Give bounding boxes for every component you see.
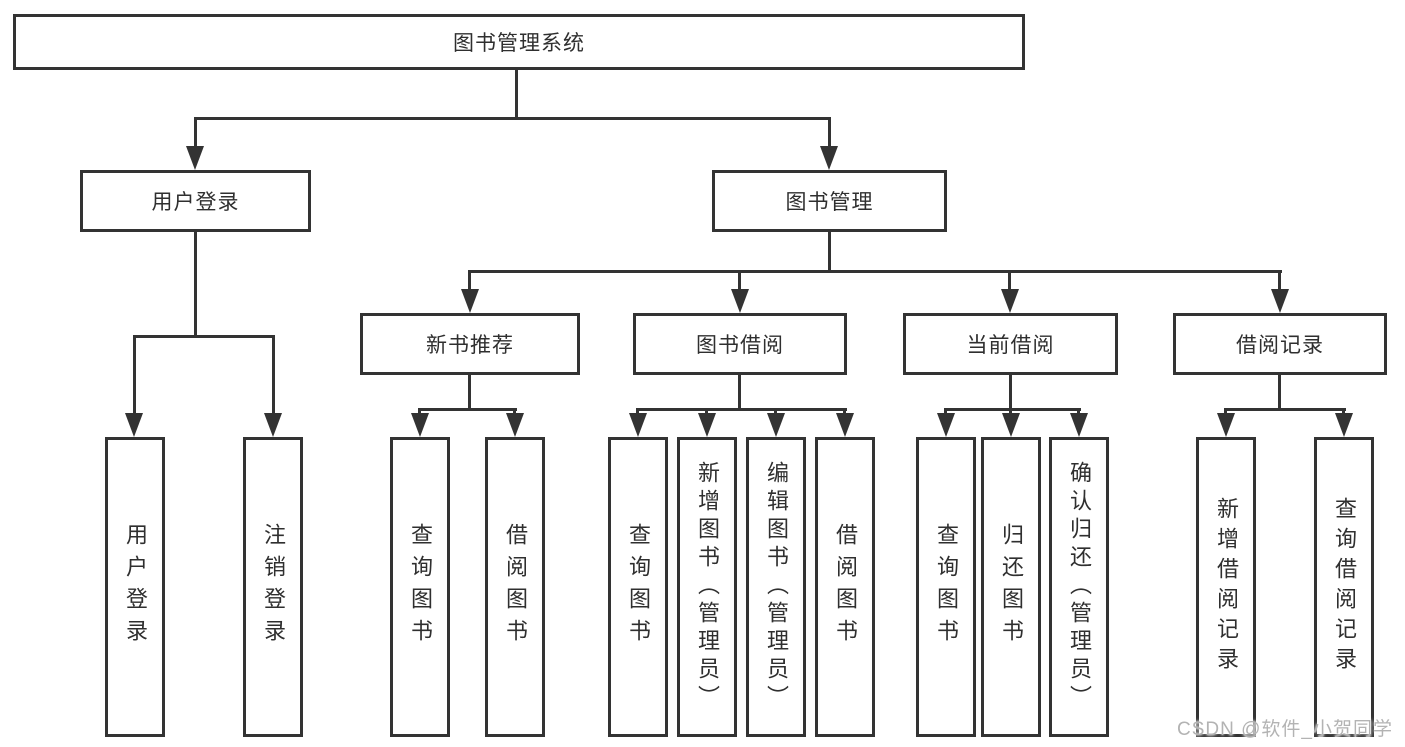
edge-segment (515, 70, 518, 120)
leaf-borrow-book: 借阅图书 (815, 437, 875, 737)
node-book-management-label: 图书管理 (785, 191, 874, 214)
edge-segment (272, 335, 275, 415)
edge-segment (1278, 270, 1281, 292)
edge-segment (738, 270, 741, 292)
arrowhead-down-icon (506, 413, 524, 437)
node-borrowing-records: 借阅记录 (1173, 313, 1387, 375)
leaf-query-book-recommend-label: 查询图书 (408, 523, 433, 651)
node-user-login-label: 用户登录 (151, 191, 240, 214)
leaf-logout-label: 注销登录 (261, 523, 286, 651)
edge-segment (1009, 375, 1012, 411)
arrowhead-down-icon (186, 146, 204, 170)
leaf-query-book-current: 查询图书 (916, 437, 976, 737)
edge-segment (133, 335, 136, 415)
edge-segment (1224, 408, 1346, 411)
leaf-add-book-admin-label: 新增图书（管理员） (695, 461, 720, 713)
node-new-book-recommend: 新书推荐 (360, 313, 580, 375)
edge-segment (1278, 375, 1281, 411)
leaf-query-book-borrowing: 查询图书 (608, 437, 668, 737)
arrowhead-down-icon (411, 413, 429, 437)
arrowhead-down-icon (767, 413, 785, 437)
edge-segment (738, 375, 741, 411)
leaf-borrow-book-recommend: 借阅图书 (485, 437, 545, 737)
edge-segment (133, 335, 275, 338)
edge-segment (194, 117, 197, 148)
leaf-borrow-book-label: 借阅图书 (833, 523, 858, 651)
arrowhead-down-icon (1217, 413, 1235, 437)
leaf-logout: 注销登录 (243, 437, 303, 737)
arrowhead-down-icon (1271, 289, 1289, 313)
leaf-user-login-label: 用户登录 (123, 523, 148, 651)
leaf-borrow-book-recommend-label: 借阅图书 (503, 523, 528, 651)
arrowhead-down-icon (820, 146, 838, 170)
arrowhead-down-icon (629, 413, 647, 437)
node-book-borrowing: 图书借阅 (633, 313, 847, 375)
leaf-query-book-borrowing-label: 查询图书 (626, 523, 651, 651)
node-new-book-recommend-label: 新书推荐 (426, 334, 514, 357)
node-current-borrowing: 当前借阅 (903, 313, 1118, 375)
node-system-label: 图书管理系统 (453, 32, 585, 55)
leaf-edit-book-admin-label: 编辑图书（管理员） (764, 461, 789, 713)
arrowhead-down-icon (1001, 289, 1019, 313)
leaf-return-book-label: 归还图书 (999, 523, 1024, 651)
arrowhead-down-icon (125, 413, 143, 437)
leaf-user-login: 用户登录 (105, 437, 165, 737)
leaf-return-book: 归还图书 (981, 437, 1041, 737)
edge-segment (636, 408, 847, 411)
edge-segment (1008, 270, 1011, 292)
leaf-confirm-return-admin: 确认归还（管理员） (1049, 437, 1109, 737)
arrowhead-down-icon (1002, 413, 1020, 437)
edge-segment (418, 408, 517, 411)
node-book-management: 图书管理 (712, 170, 947, 232)
edge-segment (828, 117, 831, 148)
edge-segment (194, 117, 831, 120)
node-user-login: 用户登录 (80, 170, 311, 232)
leaf-query-book-recommend: 查询图书 (390, 437, 450, 737)
arrowhead-down-icon (698, 413, 716, 437)
leaf-add-book-admin: 新增图书（管理员） (677, 437, 737, 737)
node-borrowing-records-label: 借阅记录 (1236, 334, 1324, 357)
edge-segment (468, 270, 471, 292)
leaf-add-borrow-record-label: 新增借阅记录 (1214, 497, 1239, 677)
node-book-borrowing-label: 图书借阅 (696, 334, 784, 357)
edge-segment (468, 270, 1282, 273)
arrowhead-down-icon (731, 289, 749, 313)
arrowhead-down-icon (836, 413, 854, 437)
arrowhead-down-icon (461, 289, 479, 313)
edge-segment (468, 375, 471, 411)
edge-segment (194, 232, 197, 338)
leaf-query-borrow-record: 查询借阅记录 (1314, 437, 1374, 737)
edge-segment (828, 232, 831, 273)
arrowhead-down-icon (1335, 413, 1353, 437)
leaf-add-borrow-record: 新增借阅记录 (1196, 437, 1256, 737)
node-current-borrowing-label: 当前借阅 (966, 334, 1055, 357)
arrowhead-down-icon (937, 413, 955, 437)
leaf-edit-book-admin: 编辑图书（管理员） (746, 437, 806, 737)
edge-segment (944, 408, 1081, 411)
leaf-query-borrow-record-label: 查询借阅记录 (1332, 497, 1357, 677)
leaf-confirm-return-admin-label: 确认归还（管理员） (1067, 461, 1092, 713)
arrowhead-down-icon (264, 413, 282, 437)
leaf-query-book-current-label: 查询图书 (934, 523, 959, 651)
watermark: CSDN @软件_小贺同学 (1177, 719, 1393, 740)
arrowhead-down-icon (1070, 413, 1088, 437)
node-system: 图书管理系统 (13, 14, 1025, 70)
